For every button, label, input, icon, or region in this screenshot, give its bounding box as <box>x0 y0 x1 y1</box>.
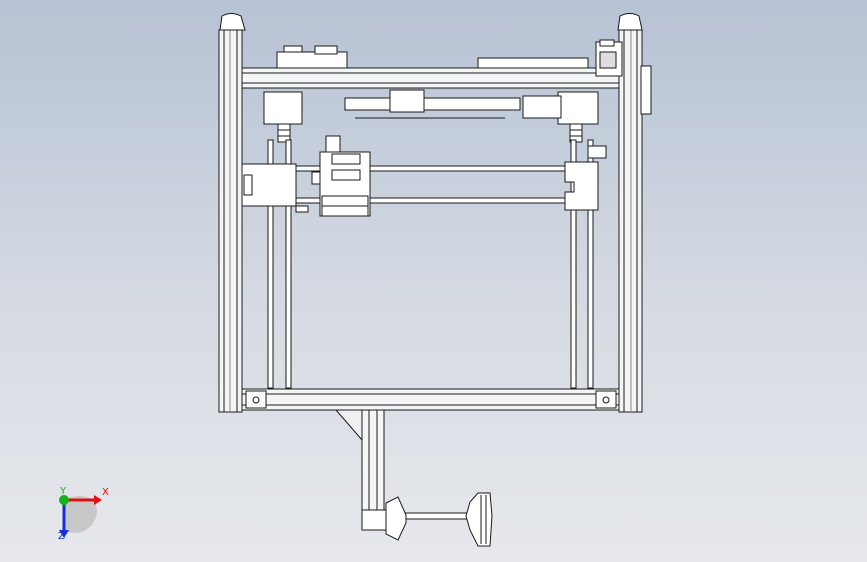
right-gantry-carriage <box>564 145 607 211</box>
left-gantry-carriage <box>241 163 309 213</box>
spool <box>385 492 493 547</box>
left-upright-extrusion <box>218 29 243 413</box>
print-head <box>311 135 371 217</box>
left-stepper-motor <box>263 91 303 143</box>
bottom-crossbar <box>241 388 620 411</box>
y-axis-label: Y <box>60 486 67 497</box>
x-axis-label: X <box>102 487 109 498</box>
left-guide-rods <box>267 139 292 389</box>
left-top-cap <box>219 13 246 31</box>
spool-holder-arm <box>334 409 387 531</box>
y-axis-dot <box>59 495 69 505</box>
z-axis-label: Z <box>58 531 65 542</box>
orientation-triad <box>59 495 102 538</box>
triad-quadrant <box>64 495 97 533</box>
right-stepper-motor <box>557 91 599 143</box>
right-upright-extrusion <box>618 29 643 413</box>
right-guide-rods <box>570 139 594 389</box>
top-belt-rail <box>344 89 562 119</box>
right-top-cap <box>617 13 643 31</box>
top-electronics <box>276 39 652 115</box>
top-crossbar <box>241 67 620 89</box>
